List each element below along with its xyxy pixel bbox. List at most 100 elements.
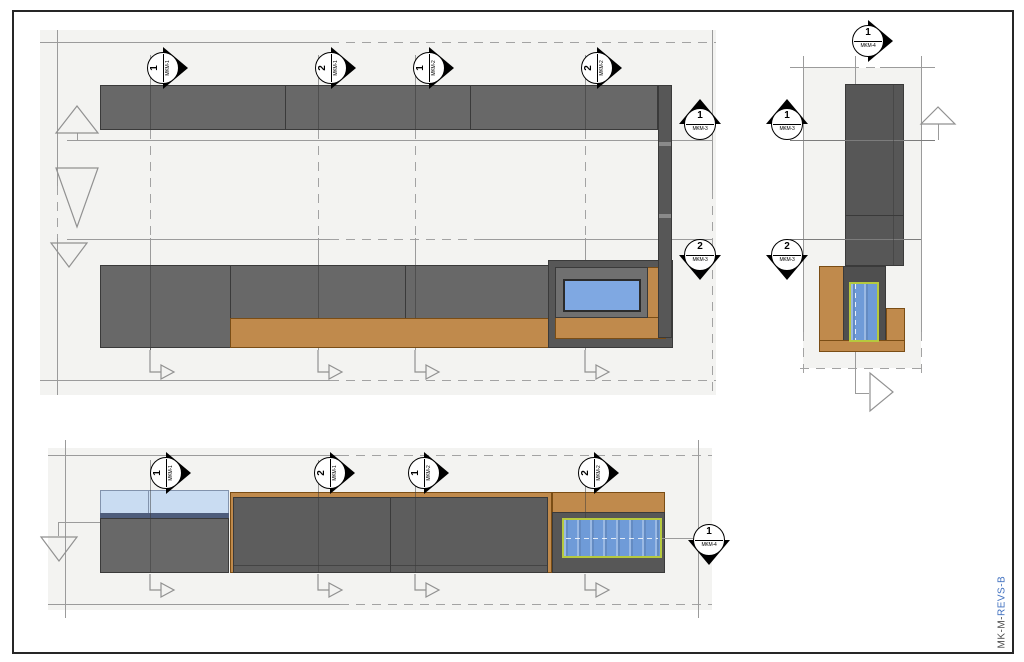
section-tail (855, 56, 856, 84)
section-marker-label: MKM-3 (692, 126, 708, 132)
wall-return-strip (658, 85, 672, 338)
crop-boundary (40, 42, 330, 43)
crop-boundary (48, 604, 340, 605)
section-marker-label: MKM-3 (692, 257, 708, 263)
crop-boundary (340, 604, 712, 605)
section-marker-divider (854, 41, 882, 42)
crop-boundary (57, 238, 58, 395)
sheet-border (12, 10, 1014, 654)
section-marker-number: 1 (149, 65, 160, 71)
crop-boundary (48, 455, 340, 456)
grid-line (415, 130, 416, 238)
crop-boundary (850, 67, 880, 68)
section-marker-label: MKM-4 (860, 43, 876, 49)
crop-boundary (803, 332, 804, 375)
crop-boundary (330, 42, 716, 43)
crop-boundary (40, 380, 330, 381)
section-marker[interactable]: 2 MKM-1 (302, 445, 358, 501)
view-arrow-down-icon (49, 242, 89, 268)
leader-arrow-icon (317, 574, 344, 599)
section-marker-label: MKM-1 (333, 60, 339, 76)
leader-arrow-icon (414, 350, 441, 381)
section-marker-number: 2 (580, 470, 591, 476)
grid-line-over-panel (318, 265, 319, 318)
grid-line-over-panel (318, 490, 319, 573)
view-extent-triangle-icon (55, 167, 99, 229)
section-line (67, 140, 712, 141)
section-marker-label: MKM-1 (332, 465, 338, 481)
crop-boundary (330, 380, 716, 381)
section-marker-number: 1 (865, 27, 871, 38)
grid-line-over-panel (415, 490, 416, 573)
section-marker[interactable]: 2 MKM-2 (566, 445, 622, 501)
sheet-code: MK-M-REVS-B (997, 539, 1010, 649)
section-marker-divider (330, 459, 331, 487)
section-marker-divider (331, 54, 332, 82)
crop-boundary (921, 332, 922, 375)
wall-panel-bottom-left (100, 265, 231, 348)
section-line (67, 239, 330, 240)
crop-boundary (921, 56, 922, 332)
section-marker-divider (597, 54, 598, 82)
leader-arrow-icon (584, 350, 611, 381)
arrow-tail (58, 522, 101, 523)
section-marker[interactable]: 1 MKM-1 (138, 445, 194, 501)
crop-boundary (712, 190, 713, 395)
section-line (790, 140, 935, 141)
view-arrow-down-icon (39, 536, 79, 562)
panel-seam (405, 266, 406, 318)
section-marker-number: 1 (697, 110, 703, 121)
strip-joint (659, 142, 671, 146)
leader-arrow-icon (149, 350, 176, 381)
arrow-tail (58, 522, 59, 536)
section-marker-divider (686, 255, 714, 256)
section-marker-label: MKM-1 (168, 465, 174, 481)
grid-line-over-panel (150, 490, 151, 573)
grid-line-over-panel (415, 265, 416, 318)
section-marker-number: 1 (152, 470, 163, 476)
arrow-tail (938, 124, 939, 140)
arrow-tail (855, 393, 869, 394)
section-dash-through-window (566, 538, 658, 539)
section-marker[interactable]: 2 MKM-1 (303, 40, 359, 96)
arrow-tail (77, 133, 78, 140)
section-marker-label: MKM-2 (426, 465, 432, 481)
section-marker-number: 2 (317, 65, 328, 71)
section-tail (662, 538, 693, 539)
crop-boundary (57, 186, 58, 238)
section-line (330, 239, 480, 240)
grid-line-over-panel (150, 85, 151, 130)
crop-boundary (340, 455, 712, 456)
wood-base-left (819, 266, 846, 352)
section-marker-number: 1 (706, 526, 712, 537)
section-dash-through-window (855, 284, 856, 340)
section-marker-divider (166, 459, 167, 487)
section-marker-number: 2 (316, 470, 327, 476)
view-arrow-up-icon (54, 105, 100, 134)
section-marker-divider (773, 124, 801, 125)
header-band (100, 513, 229, 519)
panel-seam (234, 565, 547, 566)
section-line (480, 239, 712, 240)
section-marker-label: MKM-2 (596, 465, 602, 481)
section-marker-number: 2 (697, 241, 703, 252)
crop-boundary (790, 67, 850, 68)
section-marker-divider (594, 459, 595, 487)
grid-line (150, 130, 151, 238)
section-marker-label: MKM-3 (779, 257, 795, 263)
panel-seam (285, 86, 286, 129)
crop-boundary (800, 368, 925, 369)
section-marker-label: MKM-2 (599, 60, 605, 76)
sheet-code-prefix: MK-M- (996, 616, 1008, 649)
